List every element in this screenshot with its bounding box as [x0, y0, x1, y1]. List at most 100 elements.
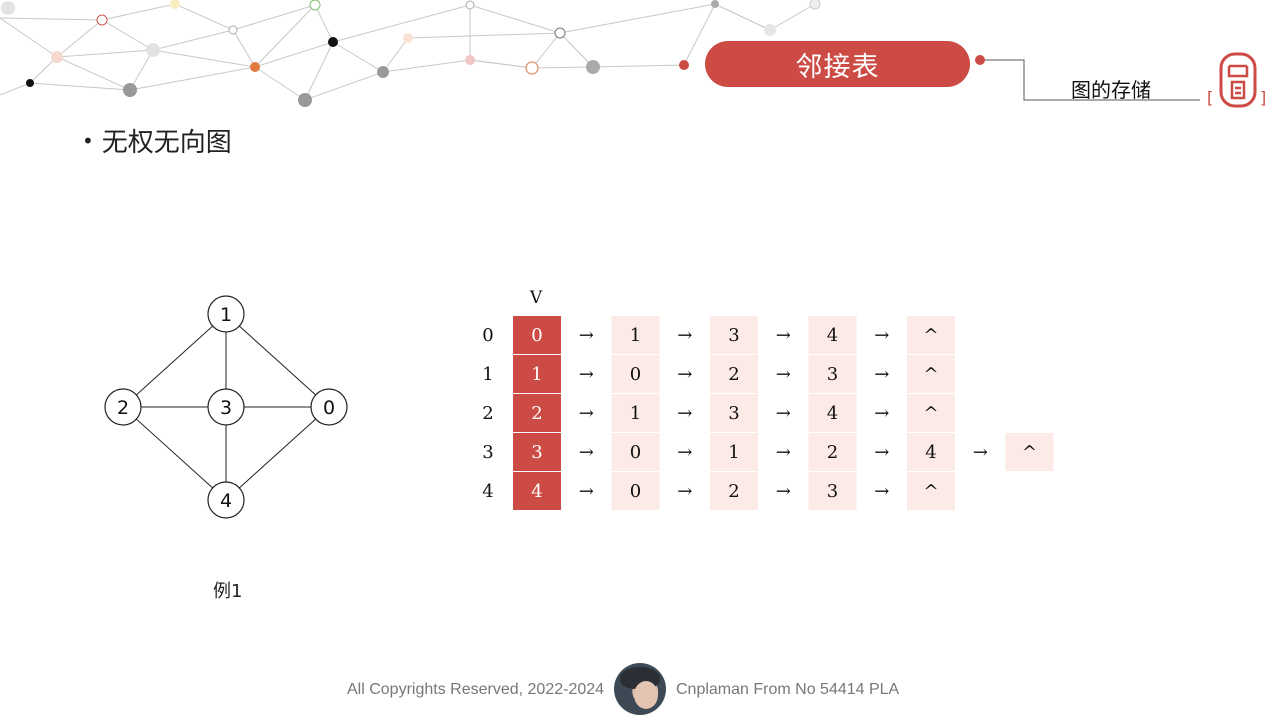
arrow-icon: →: [677, 481, 692, 502]
null-marker: ^: [1022, 442, 1037, 463]
graph-node-1: [207, 295, 245, 333]
neighbor-cell: [611, 316, 660, 354]
vertex-cell: [513, 433, 561, 471]
arrow-icon: →: [874, 403, 889, 424]
arrow-icon: →: [677, 442, 692, 463]
neighbor-cell: [710, 433, 758, 471]
graph-node-label: 4: [220, 490, 232, 512]
bullet-text: 无权无向图: [101, 128, 232, 158]
null-marker: ^: [923, 364, 938, 385]
neighbor-cell: [710, 316, 758, 354]
vertex-value: 1: [531, 364, 542, 385]
row-index: 2: [482, 403, 493, 424]
svg-text:]: ]: [1260, 88, 1266, 107]
arrow-icon: →: [677, 325, 692, 346]
seal-stamp-icon: [ ]: [1207, 52, 1266, 108]
vertex-cell: [513, 394, 561, 432]
title-banner: 邻接表: [705, 41, 970, 87]
null-marker: ^: [923, 481, 938, 502]
graph-node-label: 2: [117, 397, 129, 419]
neighbor-cell: [611, 433, 660, 471]
arrow-icon: →: [776, 481, 791, 502]
arrow-icon: →: [874, 364, 889, 385]
vertex-cell: [513, 316, 561, 354]
neighbor-value: 4: [925, 442, 936, 463]
neighbor-value: 1: [728, 442, 739, 463]
neighbor-cell: [808, 355, 857, 393]
neighbor-cell: [808, 472, 857, 510]
arrow-icon: →: [579, 442, 594, 463]
section-label: 图的存储: [1071, 78, 1151, 102]
neighbor-value: 2: [827, 442, 838, 463]
neighbor-cell: [808, 433, 857, 471]
edge-1-2: [122, 313, 227, 408]
arrow-icon: →: [579, 364, 594, 385]
graph-node-label: 0: [323, 397, 335, 419]
neighbor-cell: [710, 472, 758, 510]
footer-copyright: All Copyrights Reserved, 2022-2024: [347, 681, 605, 698]
vertex-value: 3: [531, 442, 542, 463]
null-marker: ^: [923, 403, 938, 424]
neighbor-value: 4: [827, 403, 838, 424]
row-index: 3: [482, 442, 493, 463]
neighbor-value: 3: [827, 364, 838, 385]
neighbor-value: 2: [728, 481, 739, 502]
graph-diagram: 1 2 3 0 4: [104, 295, 348, 519]
arrow-icon: →: [776, 442, 791, 463]
neighbor-value: 0: [630, 481, 641, 502]
graph-node-3: [207, 388, 245, 426]
neighbor-cell: [808, 316, 857, 354]
graph-node-4: [207, 481, 245, 519]
row-index: 0: [482, 325, 493, 346]
edge-1-0: [225, 313, 330, 408]
arrow-icon: →: [874, 325, 889, 346]
bullet-dot: •: [82, 129, 94, 153]
neighbor-value: 1: [630, 325, 641, 346]
null-marker: ^: [923, 325, 938, 346]
arrow-icon: →: [874, 442, 889, 463]
vertex-value: 4: [531, 481, 542, 502]
neighbor-cell: [611, 394, 660, 432]
neighbor-value: 3: [728, 325, 739, 346]
neighbor-value: 1: [630, 403, 641, 424]
neighbor-value: 0: [630, 364, 641, 385]
neighbor-cell: [611, 472, 660, 510]
vertex-value: 2: [531, 403, 542, 424]
neighbor-value: 3: [827, 481, 838, 502]
null-cell: [907, 316, 955, 354]
arrow-icon: →: [874, 481, 889, 502]
arrow-icon: →: [776, 364, 791, 385]
graph-node-0: [310, 388, 348, 426]
arrow-icon: →: [776, 403, 791, 424]
neighbor-cell: [710, 355, 758, 393]
graph-node-2: [104, 388, 142, 426]
neighbor-cell: [808, 394, 857, 432]
arrow-icon: →: [579, 325, 594, 346]
edge-0-4: [225, 406, 330, 501]
neighbor-cell: [710, 394, 758, 432]
arrow-icon: →: [677, 364, 692, 385]
neighbor-value: 4: [827, 325, 838, 346]
neighbor-value: 2: [728, 364, 739, 385]
neighbor-value: 3: [728, 403, 739, 424]
vertex-cell: [513, 472, 561, 510]
graph-node-label: 1: [220, 304, 232, 326]
null-cell: [907, 472, 955, 510]
arrow-icon: →: [579, 403, 594, 424]
svg-text:[: [: [1207, 88, 1213, 107]
graph-node-label: 3: [220, 397, 232, 419]
title-connector-line: [975, 55, 1200, 101]
row-index: 1: [482, 364, 493, 385]
arrow-icon: →: [776, 325, 791, 346]
row-index: 4: [482, 481, 493, 502]
edge-2-4: [122, 406, 227, 501]
arrow-icon: →: [677, 403, 692, 424]
vertex-cell: [513, 355, 561, 393]
arrow-icon: →: [579, 481, 594, 502]
author-avatar: [614, 663, 666, 715]
null-cell: [907, 355, 955, 393]
null-cell: [907, 394, 955, 432]
neighbor-cell: [611, 355, 660, 393]
arrow-icon: →: [973, 442, 988, 463]
